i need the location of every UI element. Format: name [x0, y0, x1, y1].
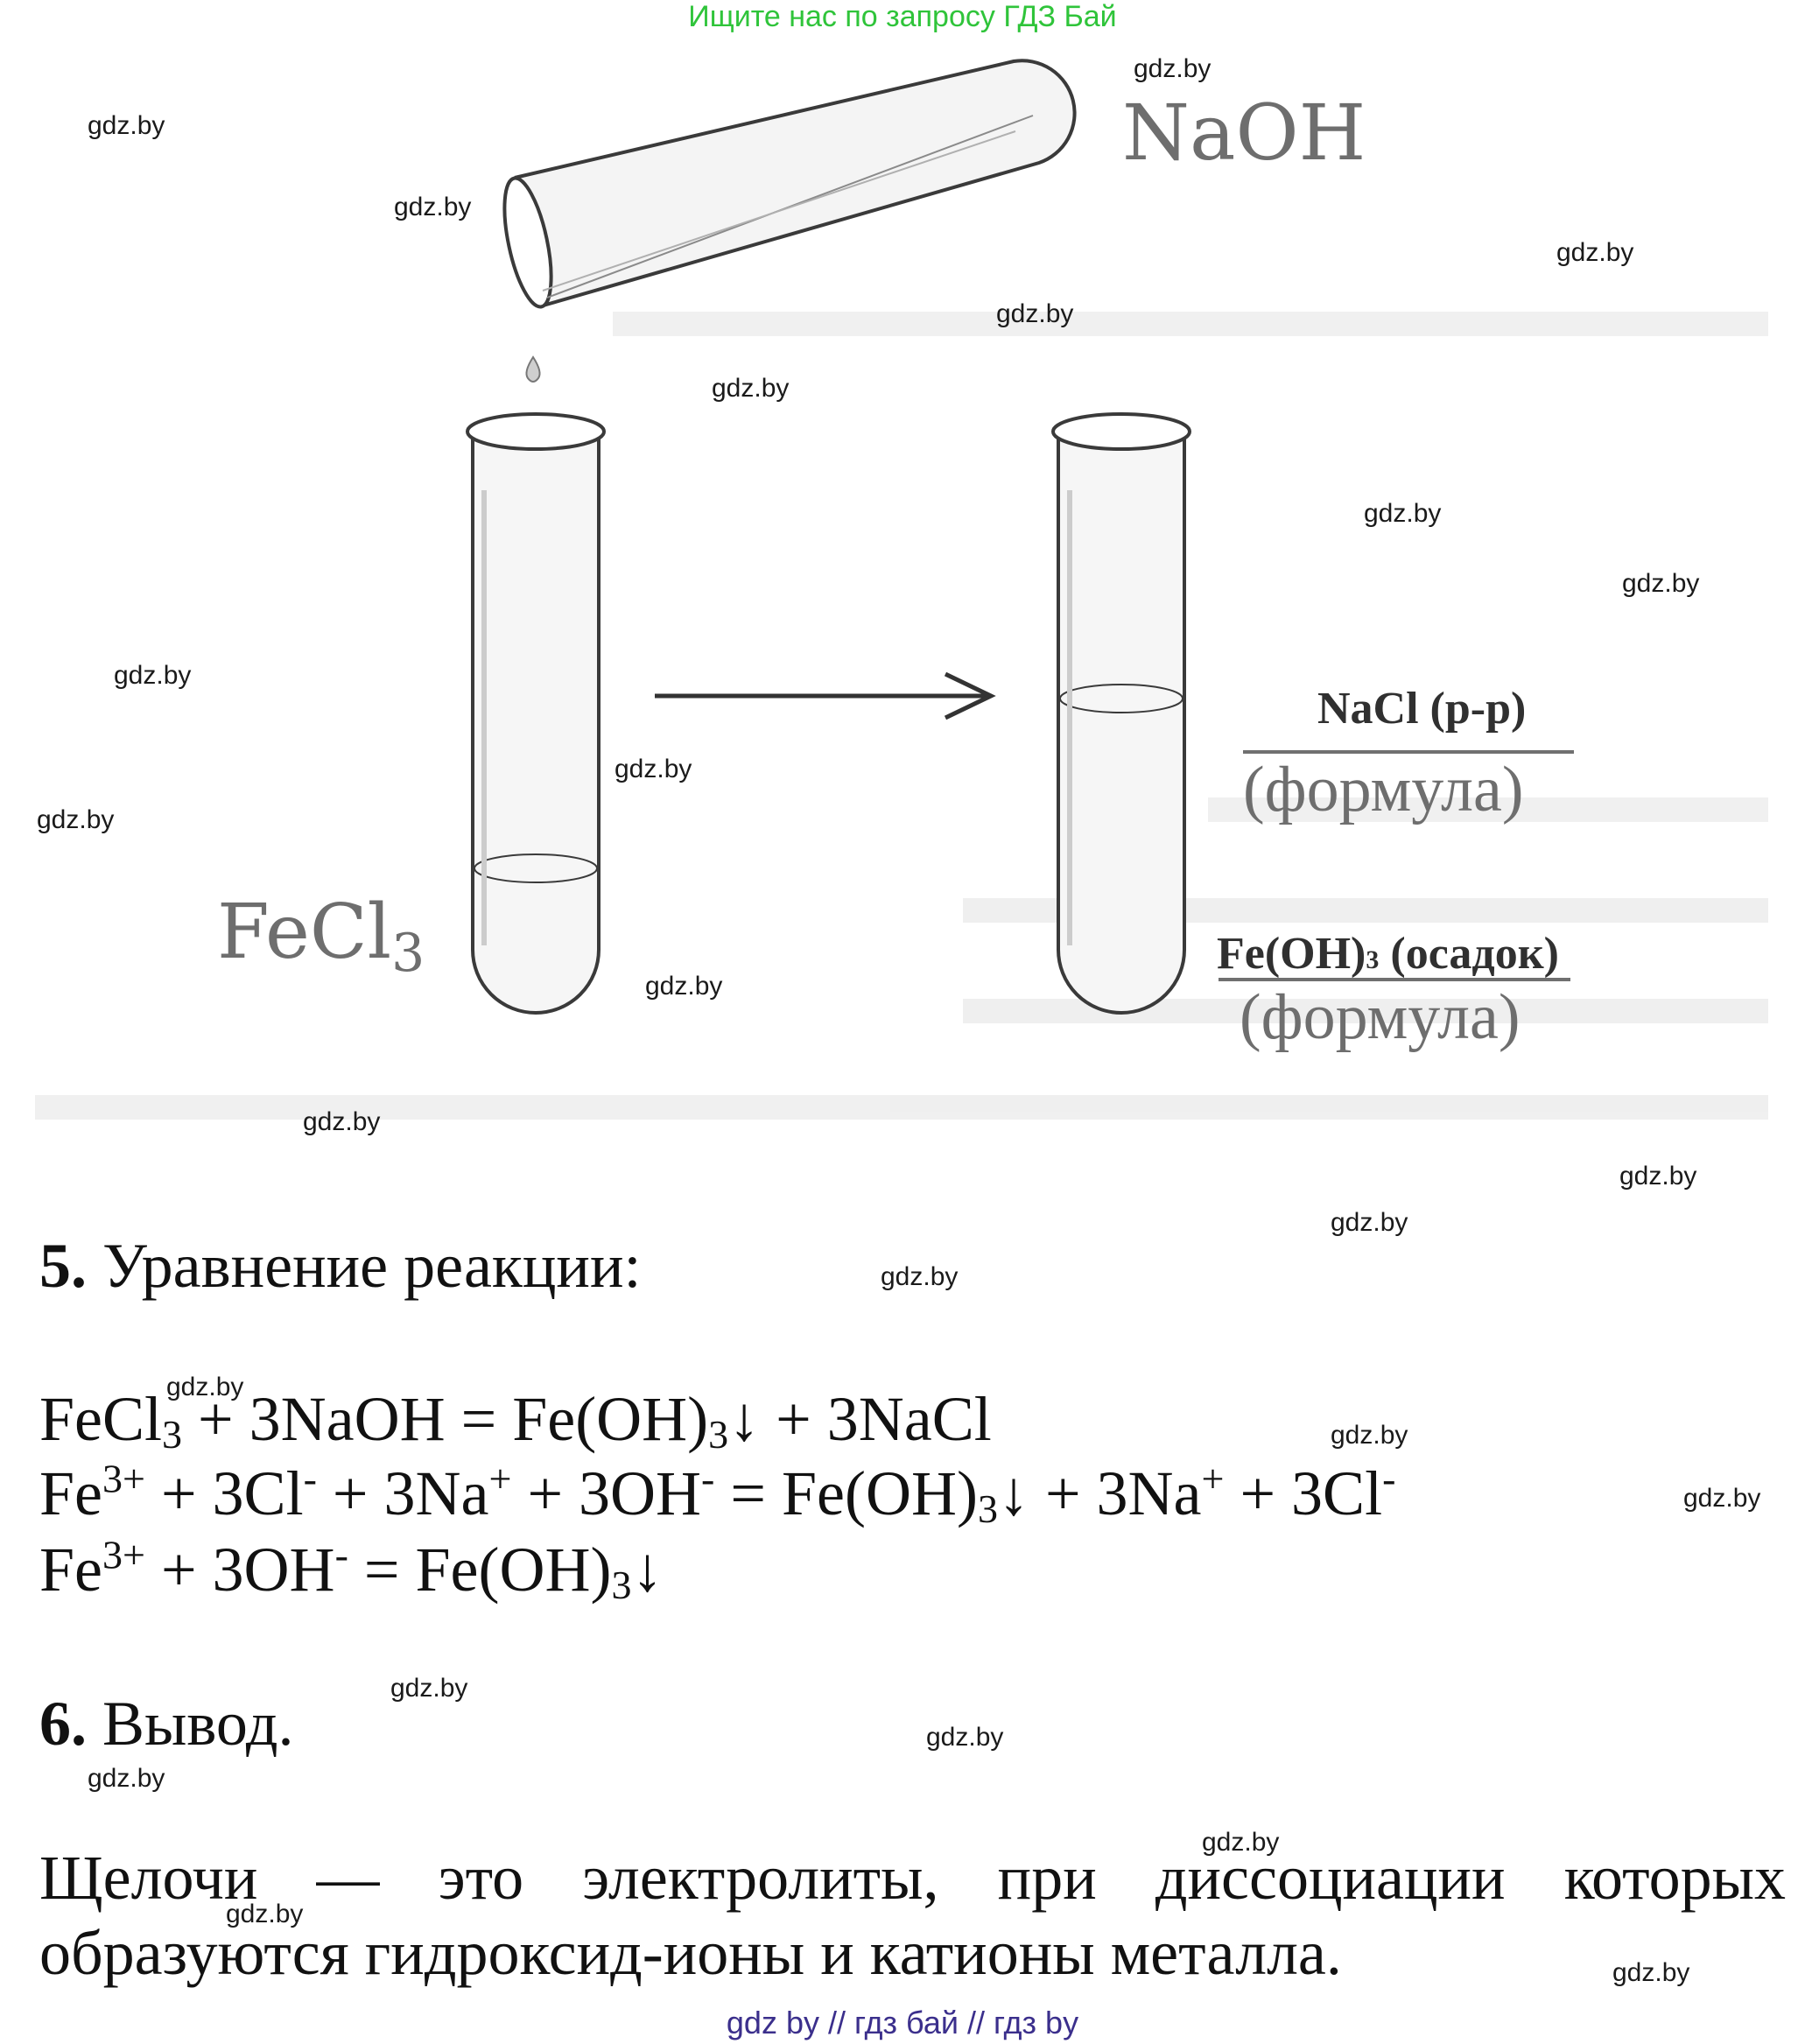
- short-ionic-equation: Fe3+ + 3OH- = Fe(OH)3↓: [39, 1532, 664, 1608]
- fecl3-label: FeCl3: [217, 889, 425, 984]
- watermark: gdz.by: [88, 1764, 165, 1793]
- watermark: gdz.by: [390, 1674, 468, 1703]
- watermark: gdz.by: [1364, 499, 1442, 528]
- molecular-equation: FeCl3 + 3NaOH = Fe(OH)3↓ + 3NaCl: [39, 1384, 992, 1457]
- product-fe-oh-3: Fe(OH)3 (осадок): [1217, 929, 1559, 979]
- product-nacl: NaCl (р-р): [1317, 684, 1527, 734]
- search-banner[interactable]: Ищите нас по запросу ГДЗ Бай: [688, 0, 1117, 33]
- section-6-heading: 6. Вывод.: [39, 1689, 294, 1759]
- tilted-test-tube: [502, 59, 1077, 309]
- watermark: gdz.by: [88, 111, 165, 140]
- watermark: gdz.by: [996, 299, 1074, 328]
- watermark: gdz.by: [166, 1373, 244, 1401]
- watermark: gdz.by: [1622, 569, 1700, 598]
- left-test-tube: [466, 412, 606, 1015]
- reaction-arrow: [655, 671, 996, 720]
- watermark: gdz.by: [1619, 1162, 1697, 1191]
- watermark: gdz.by: [394, 193, 472, 221]
- watermark: gdz.by: [1202, 1828, 1280, 1857]
- watermark: gdz.by: [881, 1262, 959, 1291]
- conclusion-text: Щелочи — это электролиты, при диссоциаци…: [39, 1843, 1786, 1988]
- naoh-label: NaOH: [1122, 88, 1366, 178]
- answer-line-2: [1219, 978, 1570, 981]
- answer-line-1: [1243, 750, 1574, 754]
- section-5-heading: 5. Уравнение реакции:: [39, 1231, 642, 1301]
- right-test-tube: [1051, 412, 1191, 1015]
- formula-note-1: (формула): [1243, 754, 1524, 825]
- formula-note-2: (формула): [1240, 981, 1521, 1053]
- watermark: gdz.by: [712, 374, 790, 403]
- watermark: gdz.by: [1331, 1421, 1408, 1450]
- watermark: gdz.by: [926, 1723, 1004, 1752]
- watermark: gdz.by: [114, 661, 192, 690]
- watermark: gdz.by: [645, 972, 723, 1001]
- full-ionic-equation: Fe3+ + 3Cl- + 3Na+ + 3OH- = Fe(OH)3↓ + 3…: [39, 1456, 1396, 1532]
- watermark: gdz.by: [303, 1107, 381, 1136]
- watermark: gdz.by: [1134, 54, 1212, 83]
- bottom-banner: gdz by // гдз бай // гдз by: [726, 2005, 1079, 2040]
- watermark: gdz.by: [615, 755, 692, 783]
- watermark: gdz.by: [1556, 238, 1634, 267]
- watermark: gdz.by: [37, 805, 115, 834]
- banner-link-2[interactable]: гдз бай: [854, 2005, 959, 2040]
- banner-link-1[interactable]: gdz by: [726, 2005, 819, 2040]
- watermark: gdz.by: [1331, 1208, 1408, 1237]
- watermark: gdz.by: [1683, 1484, 1761, 1513]
- watermark: gdz.by: [226, 1900, 304, 1928]
- watermark: gdz.by: [1612, 1958, 1690, 1987]
- banner-link-3[interactable]: гдз by: [994, 2005, 1079, 2040]
- test-tube-diagram: [35, 59, 1768, 1120]
